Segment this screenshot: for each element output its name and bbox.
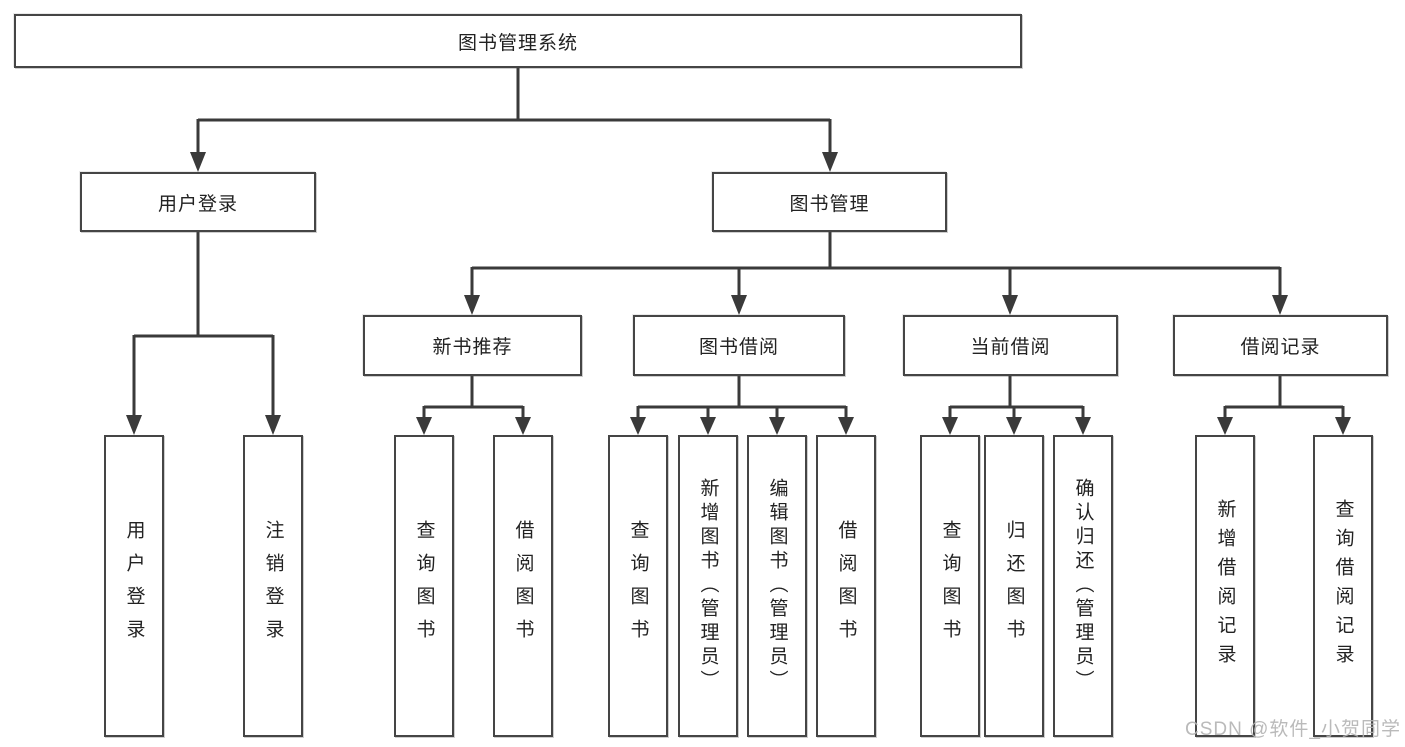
node-label: 图书管理系统 <box>457 32 578 54</box>
leaf-label: 编辑图书（管理员） <box>766 478 788 694</box>
node-book-management: 图书管理 <box>712 172 947 232</box>
leaf-edit-books-admin: 编辑图书（管理员） <box>747 435 807 737</box>
leaf-query-borrow-record: 查询借阅记录 <box>1313 435 1373 737</box>
node-label: 新书推荐 <box>432 337 513 358</box>
node-borrowing-records: 借阅记录 <box>1173 315 1388 376</box>
node-label: 用户登录 <box>157 193 238 215</box>
leaf-label: 确认归还（管理员） <box>1072 478 1094 694</box>
leaf-borrow-books: 借阅图书 <box>493 435 553 737</box>
leaf-label: 归还图书 <box>1003 520 1025 652</box>
leaf-query-books: 查询图书 <box>394 435 454 737</box>
leaf-label: 查询借阅记录 <box>1332 499 1354 673</box>
node-label: 图书管理 <box>789 193 870 215</box>
leaf-user-login: 用户登录 <box>104 435 164 737</box>
node-library-management-system: 图书管理系统 <box>14 14 1022 68</box>
leaf-label: 借阅图书 <box>835 520 857 652</box>
node-book-borrowing: 图书借阅 <box>633 315 845 376</box>
node-label: 图书借阅 <box>698 337 779 358</box>
leaf-add-borrow-record: 新增借阅记录 <box>1195 435 1255 737</box>
leaf-borrow-books: 借阅图书 <box>816 435 876 737</box>
node-label: 当前借阅 <box>970 337 1051 358</box>
node-user-login: 用户登录 <box>80 172 316 232</box>
leaf-label: 查询图书 <box>939 520 961 652</box>
leaf-add-books-admin: 新增图书（管理员） <box>678 435 738 737</box>
node-current-borrowing: 当前借阅 <box>903 315 1118 376</box>
leaf-query-books: 查询图书 <box>608 435 668 737</box>
leaf-return-books: 归还图书 <box>984 435 1044 737</box>
leaf-label: 借阅图书 <box>512 520 534 652</box>
leaf-label: 用户登录 <box>123 520 145 652</box>
node-label: 借阅记录 <box>1240 337 1321 358</box>
node-new-book-recommendation: 新书推荐 <box>363 315 582 376</box>
csdn-watermark: CSDN @软件_小贺同学 <box>1185 719 1401 740</box>
leaf-label: 查询图书 <box>413 520 435 652</box>
leaf-label: 查询图书 <box>627 520 649 652</box>
leaf-label: 注销登录 <box>262 520 284 652</box>
leaf-logout: 注销登录 <box>243 435 303 737</box>
leaf-label: 新增图书（管理员） <box>697 478 719 694</box>
leaf-label: 新增借阅记录 <box>1214 499 1236 673</box>
leaf-confirm-return-admin: 确认归还（管理员） <box>1053 435 1113 737</box>
leaf-query-books: 查询图书 <box>920 435 980 737</box>
